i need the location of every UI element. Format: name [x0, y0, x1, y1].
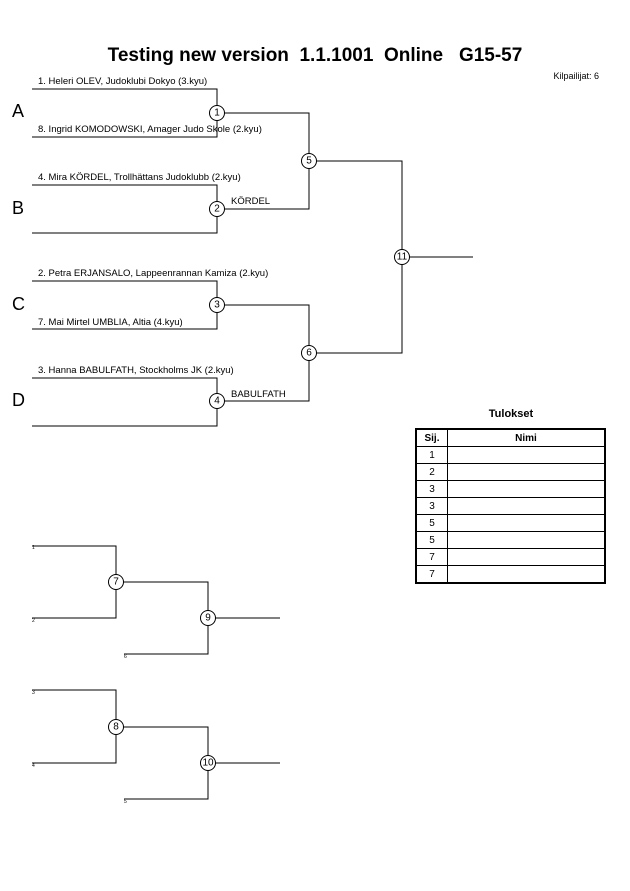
repechage-2-seed-third: 5 [124, 799, 127, 805]
svg-text:5: 5 [306, 156, 312, 167]
pool-label-b: B [12, 198, 25, 218]
result-place: 7 [415, 565, 448, 584]
result-place: 5 [415, 514, 448, 532]
result-place: 3 [415, 480, 448, 498]
page-title: Testing new version 1.1.1001 Online G15-… [107, 45, 523, 66]
match-node-7[interactable]: 7 [108, 574, 124, 590]
results-col-name: Nimi [447, 428, 606, 447]
pool-label-d: D [12, 390, 25, 410]
result-name [447, 514, 606, 532]
result-place: 3 [415, 497, 448, 515]
match-node-10[interactable]: 10 [200, 755, 216, 771]
result-name [447, 548, 606, 566]
table-row: 5 [415, 514, 606, 532]
competitor-c-top[interactable]: 2. Petra ERJANSALO, Lappeenrannan Kamiza… [38, 268, 269, 279]
svg-text:7: 7 [113, 577, 119, 588]
result-name [447, 531, 606, 549]
match-node-2[interactable]: 2 [209, 201, 225, 217]
result-place: 1 [415, 446, 448, 464]
svg-text:1: 1 [214, 108, 220, 119]
result-place: 7 [415, 548, 448, 566]
table-row: 5 [415, 531, 606, 549]
svg-text:6: 6 [306, 348, 312, 359]
repechage-1-seed-third: 6 [124, 654, 127, 660]
result-name [447, 446, 606, 464]
pool-label-c: C [12, 294, 25, 314]
repechage-2-seed-top: 3 [32, 690, 35, 696]
results-table: Sij. Nimi 1 2 3 3 5 5 7 7 [415, 428, 606, 584]
results-title: Tulokset [488, 408, 534, 420]
result-name [447, 480, 606, 498]
table-row: 3 [415, 480, 606, 498]
competitor-a-bottom[interactable]: 8. Ingrid KOMODOWSKI, Amager Judo Skole … [38, 124, 262, 135]
table-row: 1 [415, 446, 606, 464]
competitor-b-top[interactable]: 4. Mira KÖRDEL, Trollhättans Judoklubb (… [38, 172, 241, 183]
match-node-5[interactable]: 5 [301, 153, 317, 169]
table-row: 2 [415, 463, 606, 481]
match-node-8[interactable]: 8 [108, 719, 124, 735]
match-node-6[interactable]: 6 [301, 345, 317, 361]
result-place: 5 [415, 531, 448, 549]
repechage-1-seed-top: 1 [32, 545, 35, 551]
table-row: 7 [415, 565, 606, 584]
result-name [447, 463, 606, 481]
pool-label-a: A [12, 101, 25, 121]
svg-text:10: 10 [202, 758, 214, 769]
svg-text:8: 8 [113, 722, 119, 733]
result-name [447, 497, 606, 515]
repechage-1-seed-bottom: 2 [32, 618, 35, 624]
winner-d: BABULFATH [231, 389, 286, 400]
repechage-2-seed-bottom: 4 [32, 763, 35, 769]
competitor-d-top[interactable]: 3. Hanna BABULFATH, Stockholms JK (2.kyu… [38, 365, 234, 376]
svg-text:9: 9 [205, 613, 211, 624]
svg-text:2: 2 [214, 204, 220, 215]
match-node-3[interactable]: 3 [209, 297, 225, 313]
results-col-place: Sij. [415, 428, 448, 447]
result-name [447, 565, 606, 584]
table-row: 7 [415, 548, 606, 566]
match-node-9[interactable]: 9 [200, 610, 216, 626]
match-node-11[interactable]: 11 [394, 249, 410, 265]
svg-text:4: 4 [214, 396, 220, 407]
result-place: 2 [415, 463, 448, 481]
results-header-row: Sij. Nimi [415, 428, 606, 447]
winner-b: KÖRDEL [231, 196, 271, 207]
competitor-a-top[interactable]: 1. Heleri OLEV, Judoklubi Dokyo (3.kyu) [38, 76, 208, 87]
match-node-4[interactable]: 4 [209, 393, 225, 409]
competitor-c-bottom[interactable]: 7. Mai Mirtel UMBLIA, Altia (4.kyu) [38, 317, 183, 328]
svg-text:3: 3 [214, 300, 220, 311]
svg-text:11: 11 [397, 252, 408, 263]
table-row: 3 [415, 497, 606, 515]
competitor-count: Kilpailijat: 6 [553, 71, 599, 81]
match-node-1[interactable]: 1 [209, 105, 225, 121]
